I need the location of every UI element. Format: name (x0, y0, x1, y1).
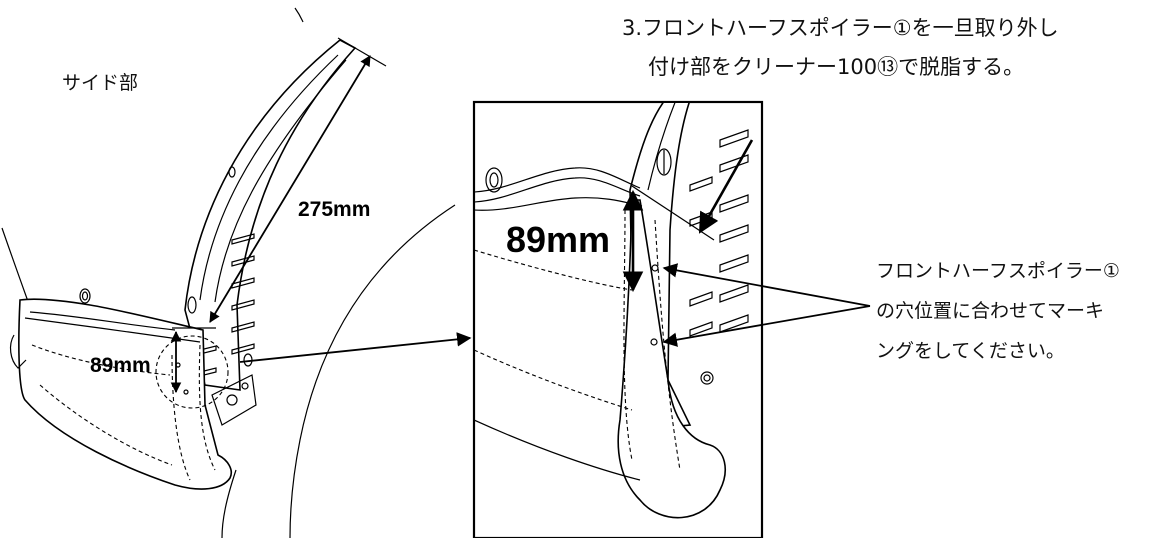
dimension-275-arrow (209, 37, 387, 323)
detail-pointer-arrow (239, 332, 472, 363)
callout-line-2: の穴位置に合わせてマーキ (876, 300, 1104, 322)
instruction-line-1: 3.フロントハーフスポイラー①を一旦取り外し (622, 16, 1059, 40)
dimension-89-left-arrow (170, 327, 216, 394)
dimension-89-left-label: 89mm (90, 354, 151, 377)
dimension-275-label: 275mm (298, 198, 370, 221)
side-section-label: サイド部 (62, 72, 138, 94)
instruction-line-2: 付け部をクリーナー100⑬で脱脂する。 (648, 55, 1024, 79)
detail-view (472, 100, 764, 538)
dimension-89-detail-arrow (622, 139, 754, 293)
callout-line-1: フロントハーフスポイラー① (876, 260, 1120, 282)
dimension-89-detail-label: 89mm (506, 219, 610, 260)
marking-callout-arrows (662, 263, 871, 347)
callout-line-3: ングをしてください。 (876, 340, 1065, 362)
